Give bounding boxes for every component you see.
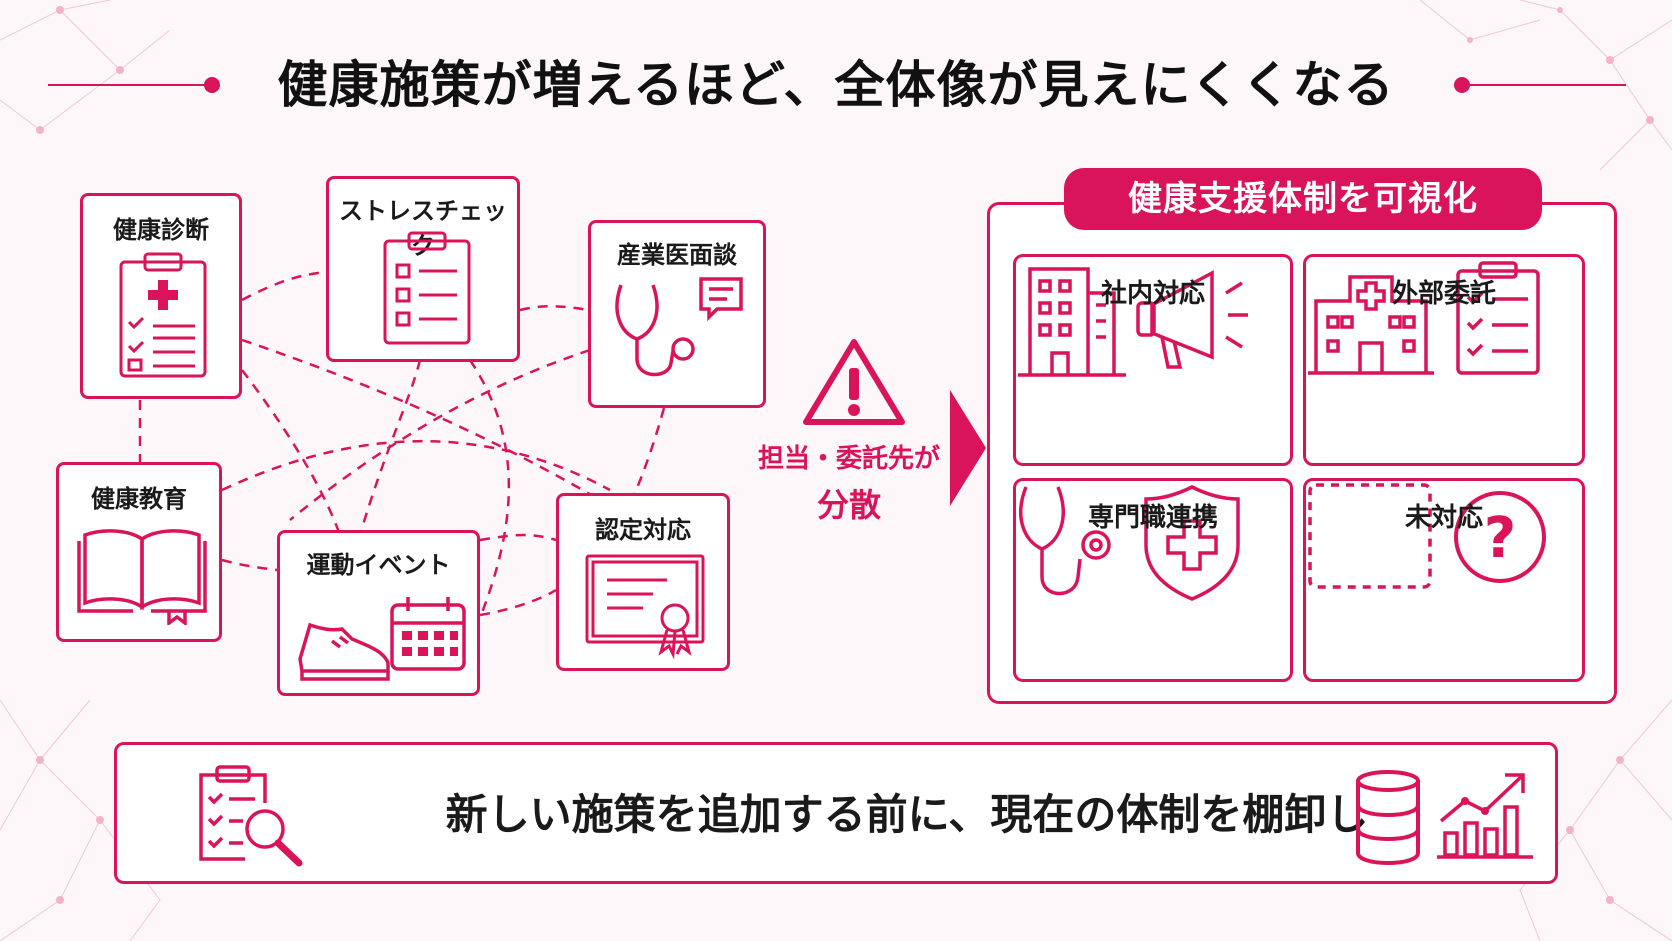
card-occupational-physician: 産業医面談 [588, 220, 766, 408]
checklist-clipboard-icon [383, 231, 471, 345]
page-title: 健康施策が増えるほど、全体像が見えにくくなる [277, 56, 1395, 114]
cell-outsourced: 外部委託 [1303, 254, 1585, 466]
center-text-line1: 担当・委託先が [757, 444, 940, 474]
card-label: 産業医面談 [617, 241, 737, 269]
card-label: 運動イベント [306, 551, 451, 579]
title-dot-right [1454, 77, 1470, 93]
medical-clipboard-icon [119, 252, 207, 378]
cell-unaddressed: 未対応 ? [1303, 478, 1585, 682]
card-certification: 認定対応 [556, 493, 730, 671]
certificate-icon [585, 554, 705, 660]
card-health-education: 健康教育 [56, 462, 222, 642]
shoe-calendar-icon [298, 597, 466, 681]
right-panel-title: 健康支援体制を可視化 [1064, 168, 1542, 230]
database-icon [1356, 770, 1420, 865]
title-line-right [1470, 84, 1626, 86]
card-label: 健康診断 [113, 216, 209, 244]
clipboard-search-icon [199, 765, 303, 867]
title-row: 健康施策が増えるほど、全体像が見えにくくなる [0, 40, 1672, 130]
cell-in-house: 社内対応 [1013, 254, 1293, 466]
cell-specialist: 専門職連携 [1013, 478, 1293, 682]
cell-label: 未対応 [1404, 503, 1483, 533]
title-line-left [48, 84, 206, 86]
arrow-right-icon [950, 390, 986, 506]
stethoscope-chat-icon [615, 277, 743, 377]
card-stress-check: ストレスチェック [326, 176, 520, 362]
svg-text:?: ? [1484, 506, 1516, 571]
cell-label: 専門職連携 [1087, 503, 1218, 533]
card-label: ストレスチェック [339, 197, 507, 260]
dashed-box-question-icon: ? [1308, 483, 1546, 589]
warning-icon [803, 339, 905, 425]
bottom-banner: 新しい施策を追加する前に、現在の体制を棚卸し [114, 742, 1558, 884]
center-text-line2: 分散 [816, 486, 881, 524]
bottom-message: 新しい施策を追加する前に、現在の体制を棚卸し [445, 790, 1369, 839]
card-health-checkup: 健康診断 [80, 193, 242, 399]
cell-label: 外部委託 [1391, 279, 1496, 309]
office-building-megaphone-icon [1018, 267, 1248, 377]
card-label: 認定対応 [595, 516, 691, 544]
card-label: 健康教育 [91, 485, 187, 513]
stethoscope-shield-icon [1019, 485, 1240, 601]
growth-chart-icon [1437, 773, 1533, 859]
hospital-clipboard-icon [1308, 261, 1540, 375]
card-exercise-event: 運動イベント [277, 530, 480, 696]
title-dot-left [204, 77, 220, 93]
open-book-icon [77, 529, 207, 625]
cell-label: 社内対応 [1100, 279, 1205, 309]
